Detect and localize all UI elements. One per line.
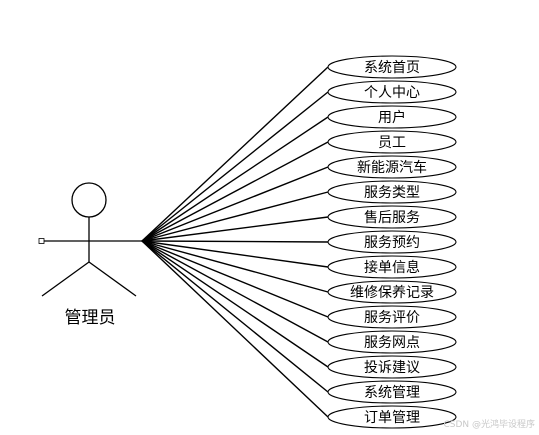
association-line xyxy=(141,116,329,242)
use-case-label: 投诉建议 xyxy=(364,360,420,376)
use-case-ellipse xyxy=(327,55,457,79)
association-line xyxy=(141,240,329,418)
use-case-ellipse xyxy=(327,355,457,379)
use-case: 服务网点 xyxy=(327,330,457,354)
association-line xyxy=(141,166,329,242)
association-line xyxy=(141,240,329,343)
use-case-label: 售后服务 xyxy=(364,210,420,226)
use-case: 服务预约 xyxy=(327,230,457,254)
use-case: 个人中心 xyxy=(327,80,457,104)
association-line xyxy=(141,240,329,293)
use-case-ellipse xyxy=(327,380,457,404)
actor-label: 管理员 xyxy=(65,308,116,328)
association-line xyxy=(141,191,329,242)
association-line xyxy=(141,240,329,243)
use-case: 服务评价 xyxy=(327,305,457,329)
use-case: 投诉建议 xyxy=(327,355,457,379)
use-case-label: 新能源汽车 xyxy=(357,159,427,176)
use-case-ellipse xyxy=(327,330,457,354)
use-case-label: 个人中心 xyxy=(364,85,420,101)
actor-figure xyxy=(38,182,142,297)
association-line xyxy=(141,91,329,242)
association-line xyxy=(141,240,329,393)
use-case-ellipse xyxy=(327,80,457,104)
use-case: 订单管理 xyxy=(327,405,457,429)
use-case-label: 服务评价 xyxy=(364,310,420,326)
actor-head xyxy=(71,182,107,218)
actor-left-leg xyxy=(41,261,90,297)
use-case: 售后服务 xyxy=(327,205,457,229)
watermark: CSDN @光鸿毕设程序 xyxy=(443,418,535,430)
association-line xyxy=(141,240,329,268)
association-line xyxy=(141,240,329,318)
use-case-label: 服务类型 xyxy=(364,185,420,201)
use-case-label: 订单管理 xyxy=(364,410,420,426)
use-case-ellipse xyxy=(327,230,457,254)
use-case-label: 用户 xyxy=(378,109,406,126)
use-case-label: 服务预约 xyxy=(364,235,420,251)
use-case-ellipse xyxy=(327,205,457,229)
actor-right-leg xyxy=(88,261,137,297)
use-case: 系统首页 xyxy=(327,55,457,79)
association-lines xyxy=(141,66,329,418)
use-case-ellipse xyxy=(327,280,457,304)
use-case-list: 系统首页个人中心用户员工新能源汽车服务类型售后服务服务预约接单信息维修保养记录服… xyxy=(327,55,457,429)
association-line xyxy=(141,66,329,242)
use-case-ellipse xyxy=(327,305,457,329)
association-line xyxy=(141,240,329,368)
use-case: 新能源汽车 xyxy=(327,155,457,179)
use-case-ellipse xyxy=(327,405,457,429)
use-case: 服务类型 xyxy=(327,180,457,204)
use-case-label: 系统管理 xyxy=(364,385,420,401)
use-case-ellipse xyxy=(327,130,457,154)
use-case: 维修保养记录 xyxy=(327,280,457,304)
use-case-label: 系统首页 xyxy=(364,60,420,76)
use-case-ellipse xyxy=(327,180,457,204)
use-case-ellipse xyxy=(327,155,457,179)
use-case-label: 服务网点 xyxy=(364,335,420,351)
use-case: 接单信息 xyxy=(327,255,457,279)
actor-handle xyxy=(38,238,45,244)
use-case: 系统管理 xyxy=(327,380,457,404)
association-line xyxy=(141,141,329,242)
use-case-ellipse xyxy=(327,255,457,279)
use-case: 用户 xyxy=(327,105,457,129)
use-case-ellipse xyxy=(327,105,457,129)
association-line xyxy=(141,216,329,242)
use-case-label: 接单信息 xyxy=(364,259,420,276)
use-case-label: 员工 xyxy=(378,135,406,151)
use-case-label: 维修保养记录 xyxy=(350,285,434,301)
use-case: 员工 xyxy=(327,130,457,154)
